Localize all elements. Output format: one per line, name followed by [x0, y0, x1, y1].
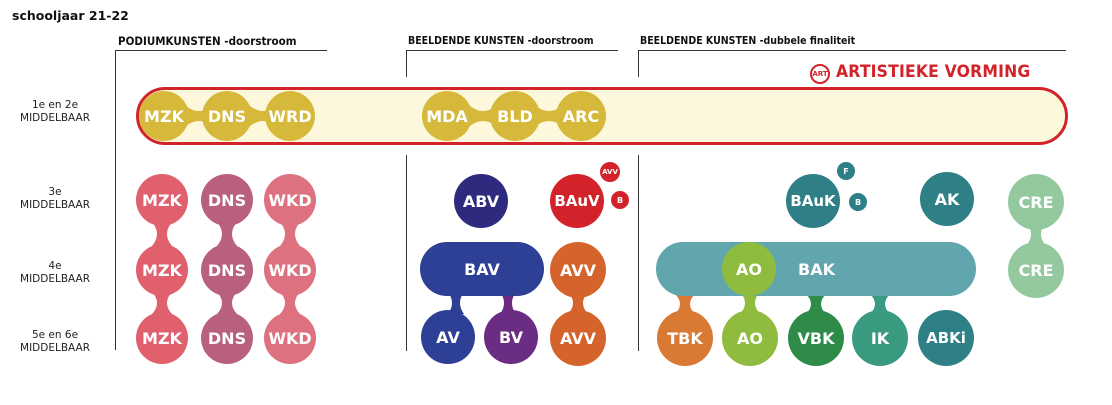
node-mzk-4: MZK: [136, 244, 188, 296]
node-bld-12: BLD: [490, 91, 540, 141]
connector-bav-bv: [500, 292, 516, 314]
bracket-beeldend-left: [406, 50, 407, 77]
node-cre-4: CRE: [1008, 242, 1064, 298]
connector-bak-vbk: [806, 294, 826, 314]
node-dns-3: DNS: [201, 174, 253, 226]
node-bauv-b-badge: B: [610, 190, 630, 210]
node-mzk-56: MZK: [136, 312, 188, 364]
divider-podium: [115, 50, 116, 350]
node-bv-56: BV: [484, 310, 538, 364]
divider-dubbele: [638, 155, 639, 351]
connector-dns-4-56: [217, 292, 237, 314]
node-dns-56: DNS: [201, 312, 253, 364]
connector-dns-3-4: [217, 222, 237, 246]
bracket-beeldend-top: [406, 50, 618, 51]
divider-beeldend: [406, 155, 407, 351]
node-abki-56: ABKi: [918, 310, 974, 366]
section-title-podiumkunsten: PODIUMKUNSTEN -doorstroom: [118, 34, 297, 48]
node-vbk-56: VBK: [788, 310, 844, 366]
node-bauk-f-badge: F: [836, 161, 856, 181]
bracket-dubbele-top: [638, 50, 1066, 51]
bracket-podium-top: [115, 50, 327, 51]
node-cre-3: CRE: [1008, 174, 1064, 230]
connector-ao-ao: [740, 292, 760, 314]
node-wrd-12: WRD: [265, 91, 315, 141]
node-mzk-3: MZK: [136, 174, 188, 226]
node-bav-4: BAV: [420, 242, 544, 296]
node-arc-12: ARC: [556, 91, 606, 141]
node-ao-56: AO: [722, 310, 778, 366]
page-title: schooljaar 21-22: [12, 8, 129, 23]
node-bauk-b-badge: B: [848, 192, 868, 212]
connector-bld-arc-12: [536, 106, 562, 126]
node-bauv-avv-badge: AVV: [599, 161, 621, 183]
node-avv-4: AVV: [550, 242, 606, 298]
connector-mzk-3-4: [152, 222, 172, 246]
section-title-beeldende-dubbele: BEELDENDE KUNSTEN -dubbele finaliteit: [640, 35, 856, 47]
connector-bak-tbk: [675, 294, 695, 314]
node-dns-4: DNS: [201, 244, 253, 296]
node-bak-4: BAK: [656, 242, 976, 296]
artistieke-vorming-title: ARTISTIEKE VORMING: [836, 62, 1031, 82]
node-abv-3: ABV: [454, 174, 508, 228]
node-tbk-56: TBK: [657, 310, 713, 366]
node-ao-4: AO: [722, 242, 776, 296]
node-mda-12: MDA: [422, 91, 472, 141]
connector-wkd-4-56: [280, 292, 300, 314]
connector-mzk-4-56: [152, 292, 172, 314]
art-badge-icon: ART: [810, 64, 830, 84]
node-wkd-56: WKD: [264, 312, 316, 364]
connector-mda-bld-12: [470, 106, 496, 126]
node-ik-56: IK: [852, 310, 908, 366]
node-bauv-3: BAuV: [550, 174, 604, 228]
connector-wkd-3-4: [280, 222, 300, 246]
connector-bak-ik: [870, 294, 890, 314]
node-mzk-12: MZK: [139, 91, 189, 141]
node-bauk-3: BAuK: [786, 174, 840, 228]
node-dns-12: DNS: [202, 91, 252, 141]
node-av-56: AV: [421, 310, 475, 364]
node-wkd-4: WKD: [264, 244, 316, 296]
connector-bav-av: [448, 292, 464, 314]
node-ak-3: AK: [920, 172, 974, 226]
node-wkd-3: WKD: [264, 174, 316, 226]
bracket-dubbele-left: [638, 50, 639, 77]
section-title-beeldende-doorstroom: BEELDENDE KUNSTEN -doorstroom: [408, 35, 594, 47]
node-avv-56: AVV: [550, 310, 606, 366]
